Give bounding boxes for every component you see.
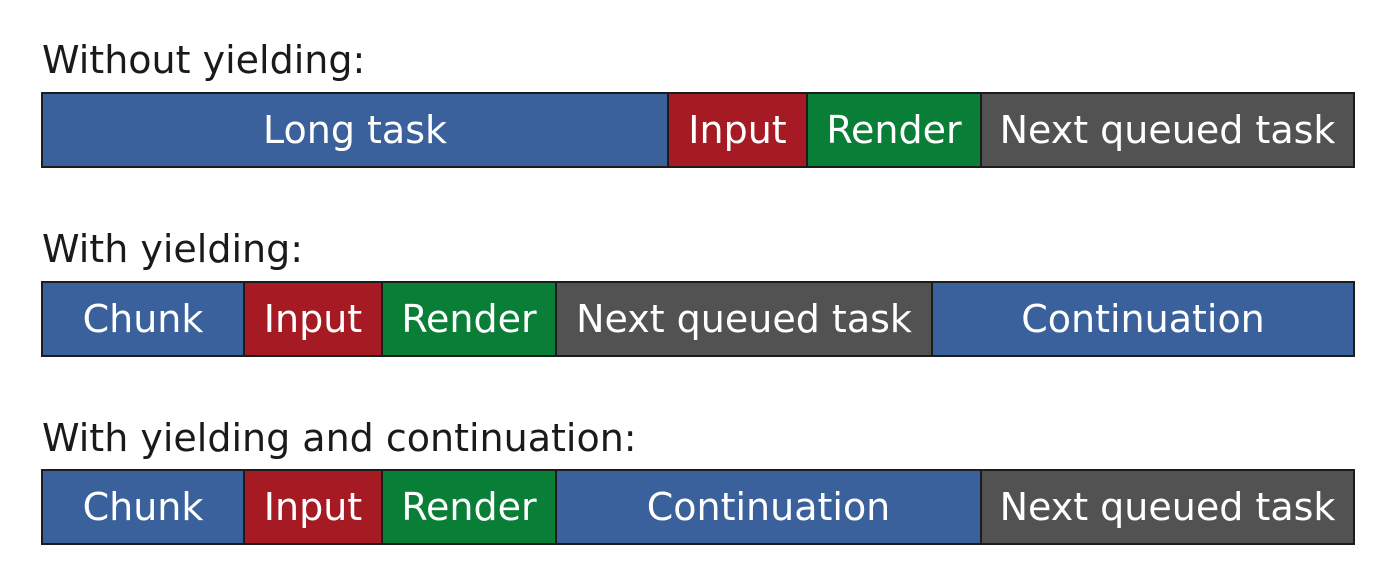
segment-next-queued-task: Next queued task <box>557 283 933 355</box>
segment-next-queued-task: Next queued task <box>982 94 1353 166</box>
segment-chunk: Chunk <box>43 471 245 543</box>
segment-render: Render <box>808 94 982 166</box>
segment-chunk: Chunk <box>43 283 245 355</box>
row-heading-without-yielding: Without yielding: <box>42 38 366 82</box>
segment-continuation: Continuation <box>557 471 982 543</box>
task-timeline-with-yielding-and-continuation: Chunk Input Render Continuation Next que… <box>41 469 1355 545</box>
segment-render: Render <box>383 471 557 543</box>
segment-next-queued-task: Next queued task <box>982 471 1353 543</box>
segment-long-task: Long task <box>43 94 669 166</box>
row-heading-with-yielding: With yielding: <box>42 227 304 271</box>
task-timeline-without-yielding: Long task Input Render Next queued task <box>41 92 1355 168</box>
segment-render: Render <box>383 283 557 355</box>
row-heading-with-yielding-and-continuation: With yielding and continuation: <box>42 416 637 460</box>
segment-continuation: Continuation <box>933 283 1353 355</box>
segment-input: Input <box>669 94 808 166</box>
segment-input: Input <box>245 471 383 543</box>
segment-input: Input <box>245 283 383 355</box>
task-timeline-with-yielding: Chunk Input Render Next queued task Cont… <box>41 281 1355 357</box>
